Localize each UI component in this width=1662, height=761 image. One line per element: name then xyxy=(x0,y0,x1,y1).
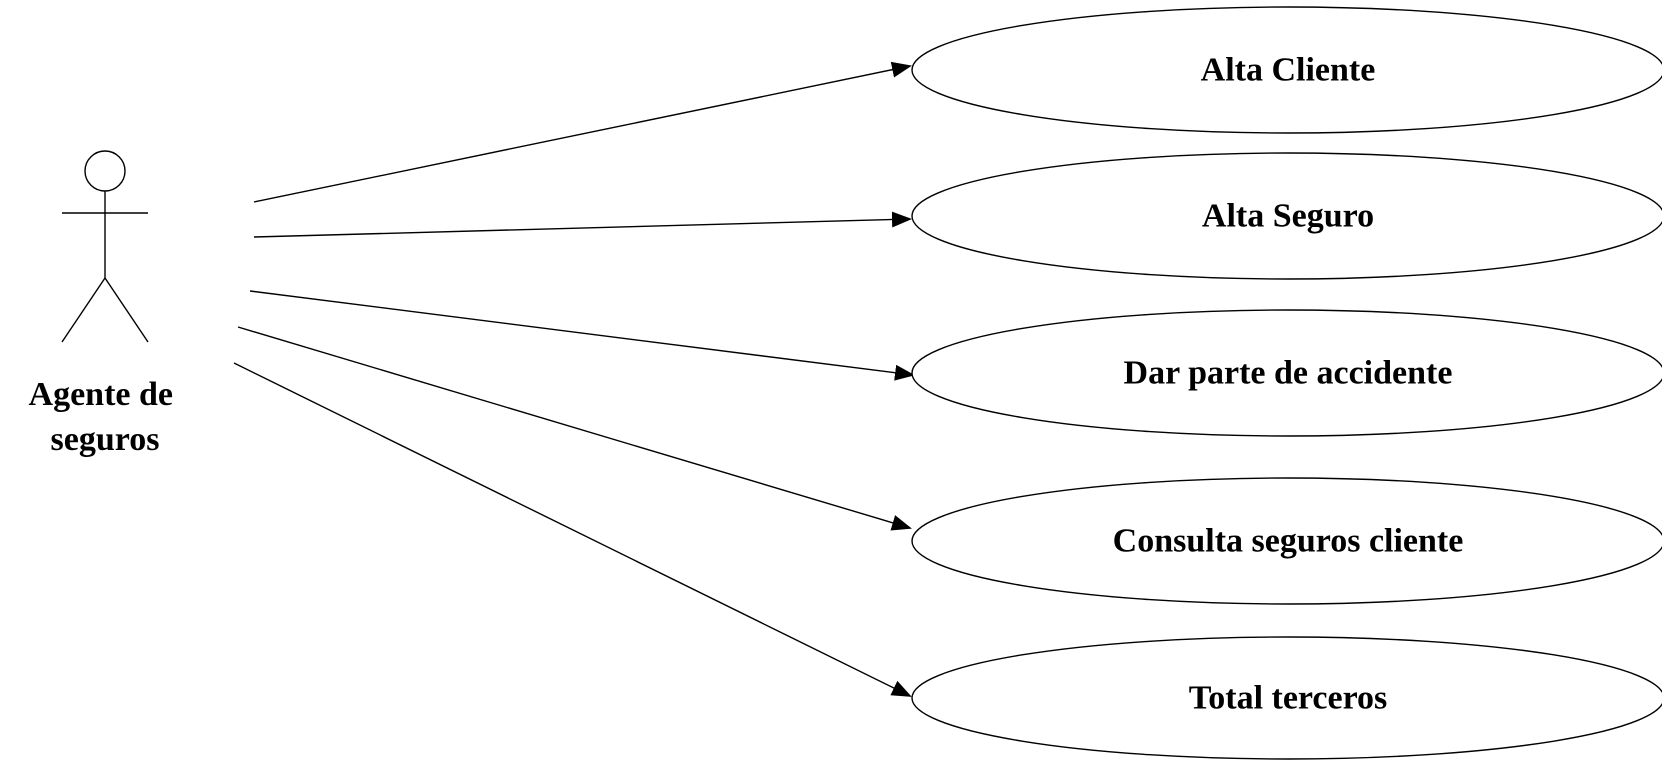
actor-figure xyxy=(61,150,149,343)
use-case-consulta-seguros-cliente: Consulta seguros cliente xyxy=(911,477,1662,605)
association-arrow-consulta-seguros xyxy=(237,326,912,531)
use-case-label: Total terceros xyxy=(1189,680,1388,717)
use-case-label: Alta Cliente xyxy=(1201,52,1376,89)
use-case-total-terceros: Total terceros xyxy=(911,636,1662,760)
association-arrow-dar-parte xyxy=(249,290,915,381)
use-case-alta-seguro: Alta Seguro xyxy=(911,152,1662,280)
use-case-ellipse xyxy=(911,636,1662,760)
use-case-alta-cliente: Alta Cliente xyxy=(911,6,1662,134)
use-case-label: Dar parte de accidente xyxy=(1124,355,1453,392)
associations xyxy=(233,61,915,697)
actor-label: Agente de seguros xyxy=(29,376,182,458)
use-case-ellipse xyxy=(911,477,1662,605)
use-case-label: Alta Seguro xyxy=(1202,198,1374,235)
association-arrow-total-terceros xyxy=(233,362,912,697)
actor-label-line-1: Agente de xyxy=(29,376,173,413)
actor-left-leg xyxy=(61,277,106,343)
association-arrow-alta-cliente xyxy=(253,61,912,203)
actor-head xyxy=(84,150,126,192)
association-arrow-alta-seguro xyxy=(253,211,912,238)
actor-right-leg xyxy=(104,277,149,343)
use-case-dar-parte-de-accidente: Dar parte de accidente xyxy=(911,309,1662,437)
use-case-label: Consulta seguros cliente xyxy=(1113,523,1464,560)
actor-label-line-2: seguros xyxy=(51,421,160,458)
use-case-ellipse xyxy=(911,6,1662,134)
use-case-ellipse xyxy=(911,152,1662,280)
use-case-ellipse xyxy=(911,309,1662,437)
